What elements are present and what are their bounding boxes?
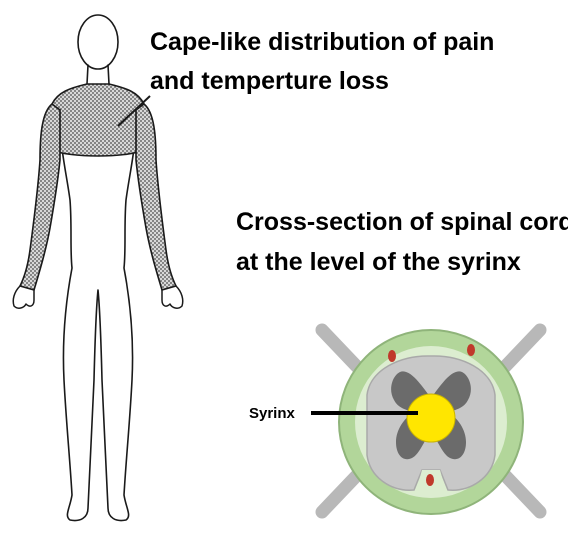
cross-section-caption-line1: Cross-section of spinal cord: [236, 208, 568, 236]
spinal-cord-cross-section: [322, 330, 540, 514]
cape-caption-line1: Cape-like distribution of pain: [150, 28, 494, 56]
syrinx-label: Syrinx: [249, 405, 296, 422]
cross-section-caption-line2: at the level of the syrinx: [236, 248, 521, 276]
torso-legs-outline: [60, 104, 137, 521]
right-hand: [162, 286, 183, 308]
left-hand: [13, 286, 34, 308]
tract-anterior: [426, 474, 434, 486]
tract-left: [388, 350, 396, 362]
cape-caption-line2: and temperture loss: [150, 67, 389, 95]
head: [78, 15, 118, 69]
tract-right: [467, 344, 475, 356]
syrinx: [407, 394, 455, 442]
